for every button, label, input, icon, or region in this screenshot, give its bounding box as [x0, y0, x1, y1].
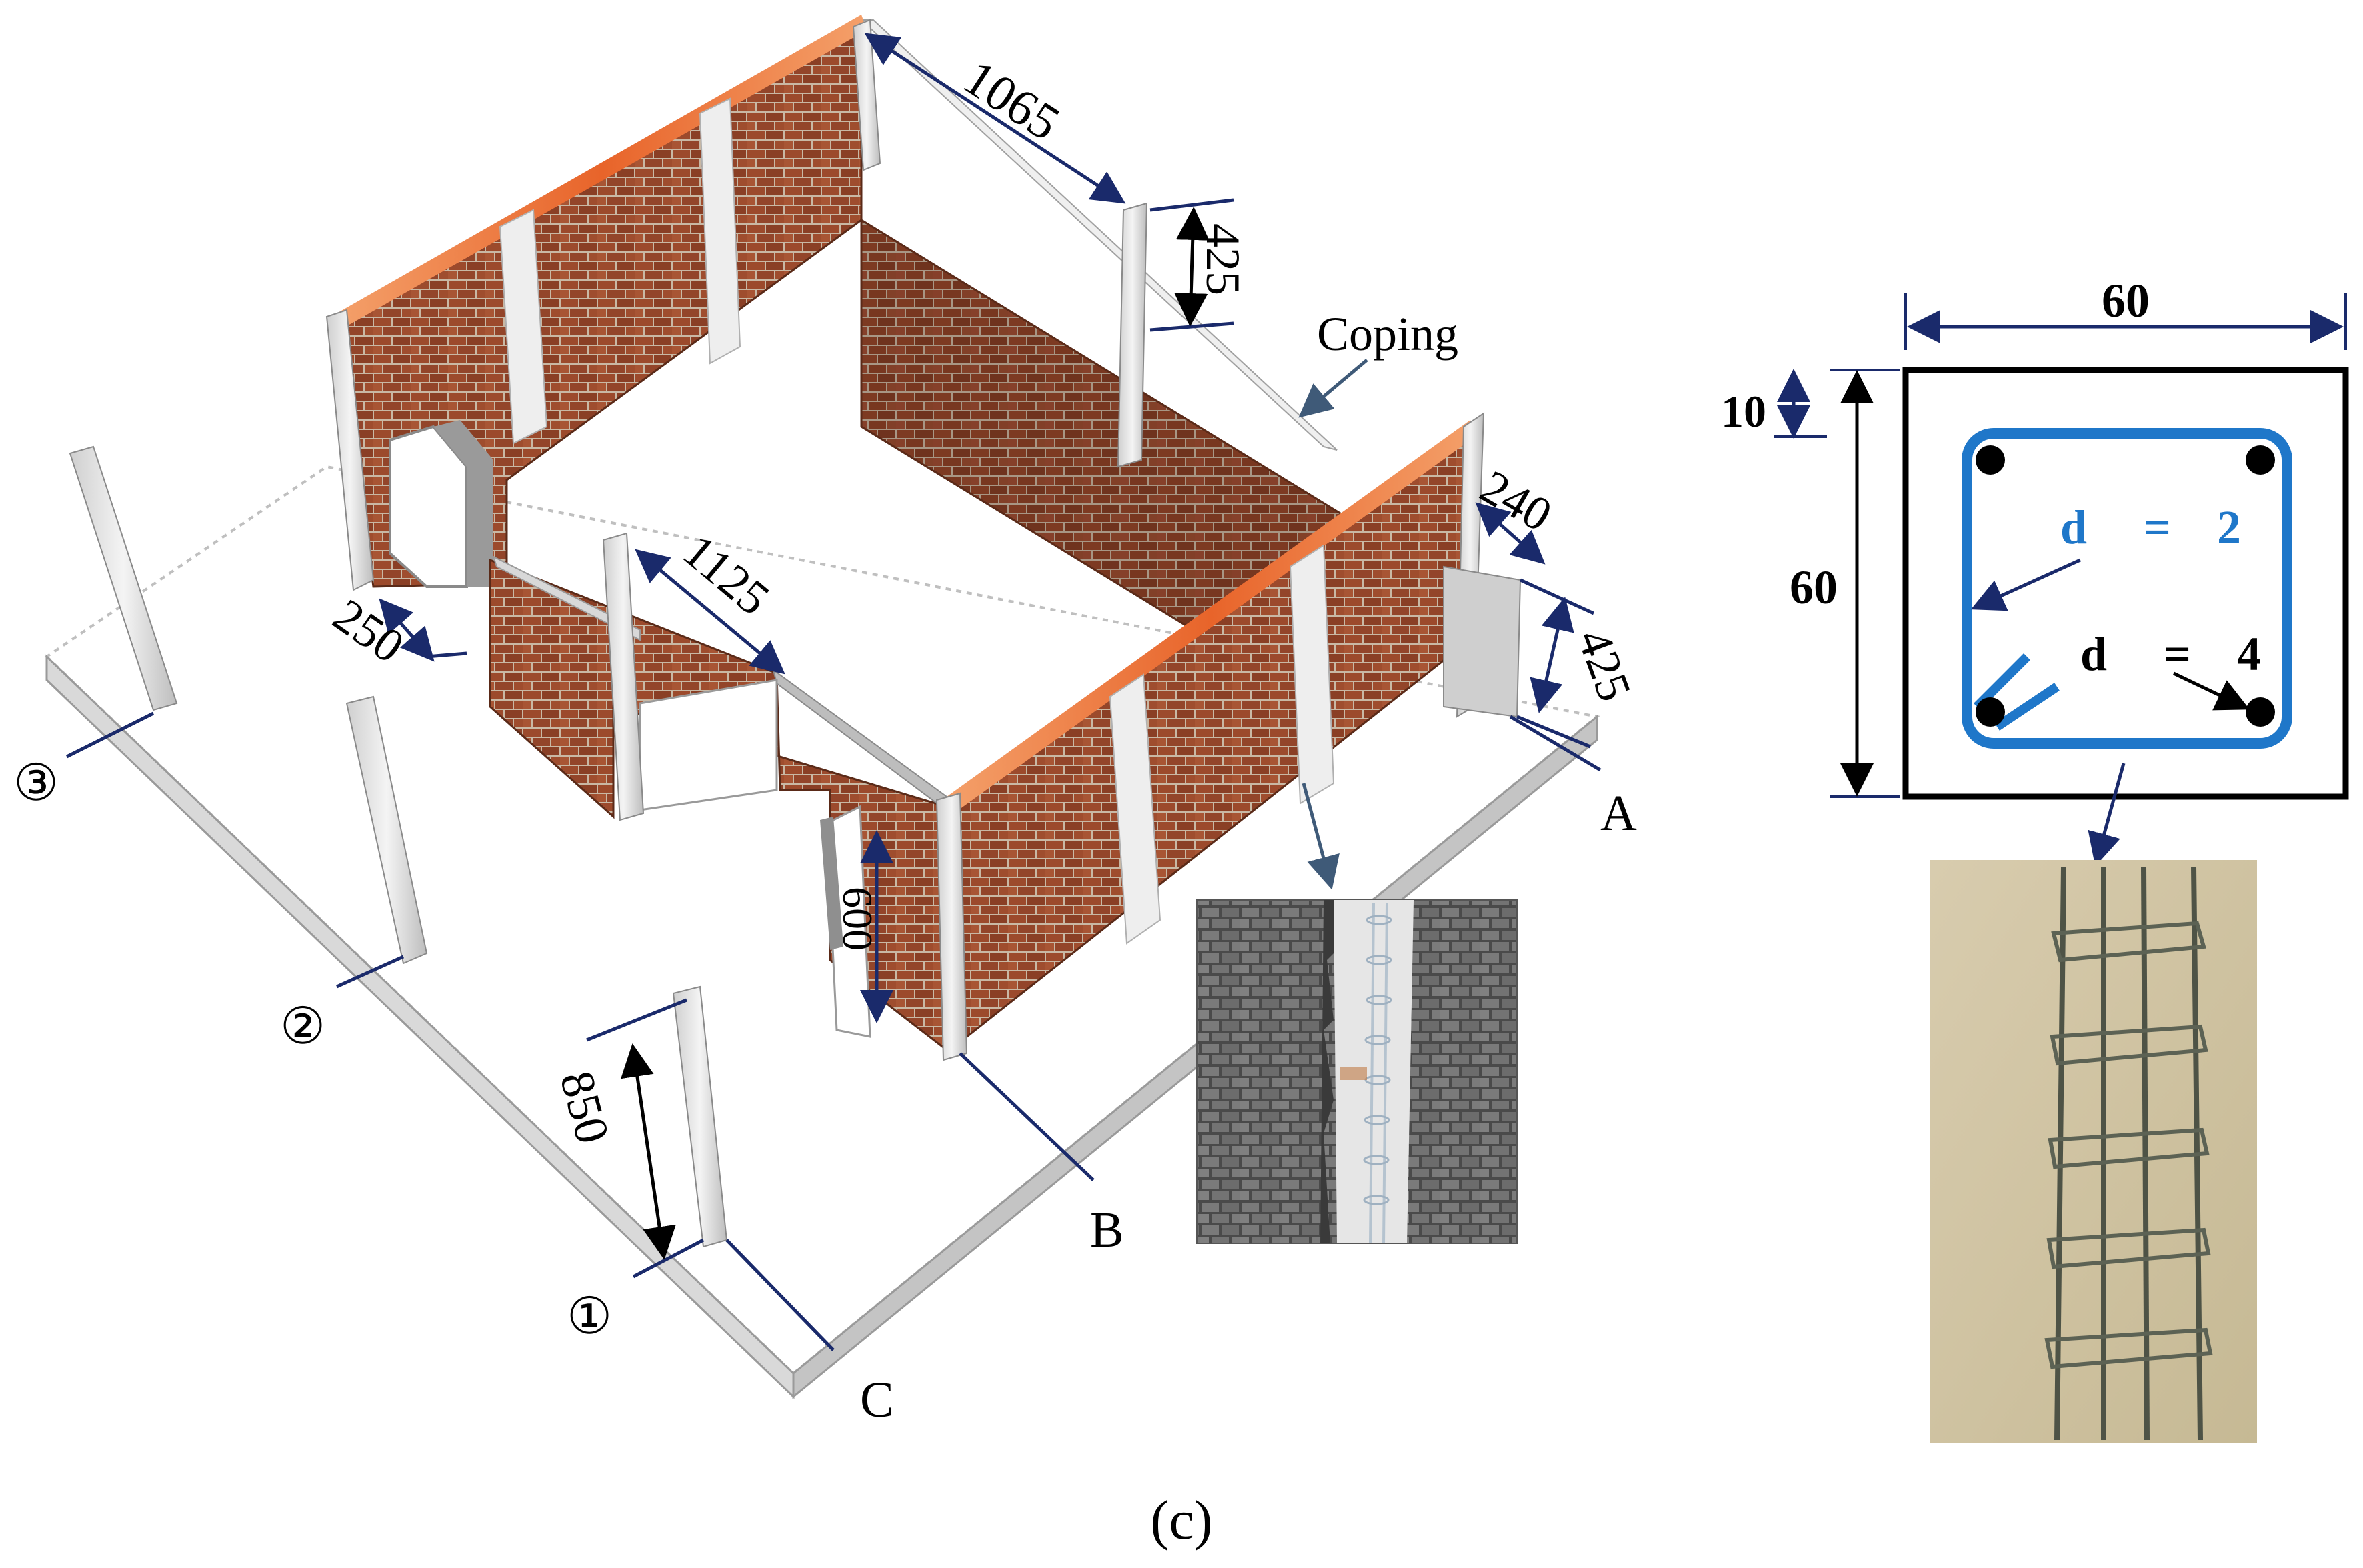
dim-1065: 1065 [954, 49, 1069, 151]
stirrup [1962, 428, 2292, 749]
axis-b: B [1090, 1202, 1124, 1258]
column-front-left [602, 532, 645, 821]
coping-back-left [337, 15, 867, 328]
dimensions: 1065 425 Coping 240 425 A 1125 250 600 B [13, 33, 1642, 1428]
section-cover: 10 [1721, 386, 1766, 437]
isolated-column-3 [69, 445, 178, 711]
front-opening [639, 679, 778, 811]
section-height: 60 [1790, 561, 1838, 614]
rebar-label: d = 4 [2080, 627, 2261, 681]
figure-caption: (c) [1150, 1489, 1213, 1551]
axis-a: A [1600, 785, 1637, 841]
right-wall-end-face [1443, 565, 1522, 718]
corner-column-back-left [325, 309, 375, 591]
tie-column-back-2 [699, 97, 741, 365]
stirrup-label: d = 2 [2060, 501, 2241, 554]
column-cross-section: 60 60 10 d = 2 d = 4 [1721, 274, 2349, 867]
tie-column-right-2 [1289, 544, 1335, 805]
rebar-cage-photo [1930, 860, 2257, 1443]
rebar-tl [1976, 445, 2005, 475]
rebar-br [2246, 697, 2275, 727]
tie-column-right-1 [1109, 673, 1161, 945]
masonry-model [44, 15, 1600, 1399]
axis-3: ③ [13, 755, 59, 811]
dim-600: 600 [834, 887, 881, 951]
dim-240: 240 [1472, 460, 1561, 542]
axis-1: ① [567, 1289, 612, 1345]
masonry-joint-photo [1196, 899, 1518, 1244]
rebar-tr [2246, 445, 2275, 475]
dim-425-right: 425 [1567, 622, 1642, 708]
rear-column [1117, 202, 1148, 468]
dim-425-back: 425 [1196, 223, 1250, 295]
section-width: 60 [2102, 274, 2150, 327]
isolated-column-2 [345, 695, 428, 965]
coping-label: Coping [1317, 307, 1458, 361]
axis-2: ② [280, 999, 325, 1055]
corner-column-b [935, 792, 968, 1061]
rebar-bl [1976, 697, 2005, 727]
tie-column-back-1 [499, 209, 548, 445]
axis-c: C [860, 1372, 894, 1428]
door-opening-front [825, 805, 871, 1038]
coping-right [947, 420, 1475, 815]
